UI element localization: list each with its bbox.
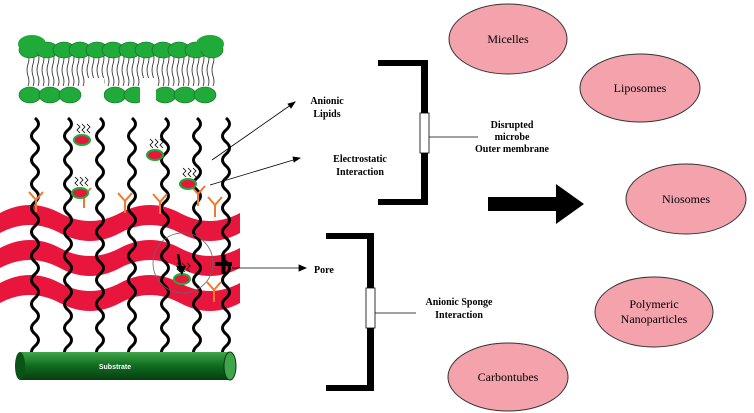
electrostatic-label-2: Interaction: [336, 167, 384, 178]
anionic-lipid-icon: [71, 176, 89, 199]
lipid-tail: [136, 51, 140, 87]
brush-chain: [63, 116, 73, 360]
membrane-head-top: [196, 35, 224, 53]
disrupted-label-2: microbe: [495, 132, 530, 143]
membrane-pore: [140, 78, 156, 106]
big-right-arrow: [488, 184, 584, 224]
microbe-membrane: [18, 35, 224, 106]
anionic-lipid-molecules: [71, 123, 197, 285]
pointer-lines: [209, 101, 478, 314]
brush-chain: [30, 116, 40, 360]
oval-polymeric-nanoparticles: Polymeric Nanoparticles: [594, 276, 714, 348]
membrane-head-bottom: [103, 86, 127, 104]
pore-arrow-icon: [176, 253, 186, 275]
membrane-head-bottom: [153, 86, 177, 104]
oval-micelles-label: Micelles: [487, 32, 529, 46]
plus-sign-icon: [215, 255, 232, 274]
substrate-label: Substrate: [99, 364, 131, 371]
brush-chain: [192, 116, 202, 360]
lipid-tail: [71, 51, 75, 87]
membrane-head-bottom: [18, 86, 42, 104]
oval-liposomes: Liposomes: [579, 53, 701, 123]
brush-chain: [221, 116, 231, 360]
lipid-tail: [81, 51, 85, 87]
oval-niosomes-label: Niosomes: [662, 192, 710, 206]
pore-circle: [152, 232, 214, 294]
oval-liposomes-label: Liposomes: [614, 81, 667, 95]
membrane-head-bottom: [58, 86, 82, 104]
lipid-tail: [106, 51, 110, 87]
oval-niosomes: Niosomes: [625, 163, 747, 235]
membrane-head-bottom: [173, 86, 197, 104]
lipid-tail: [166, 51, 170, 87]
polymer-band-2: [0, 240, 240, 276]
disrupted-label-3: Outer membrane: [475, 144, 550, 155]
spike-icon: [117, 192, 133, 213]
lipid-tail: [51, 51, 55, 87]
anionic-lipid-icon: [179, 167, 197, 190]
pore-bracket: [326, 233, 374, 391]
outer-membrane-bracket: [378, 60, 428, 205]
lipid-tail: [171, 51, 175, 87]
membrane-pore: [86, 78, 104, 106]
brush-chain: [95, 116, 105, 360]
spike-icon: [206, 281, 222, 302]
anionic-lipids-label-2: Lipids: [313, 109, 340, 120]
polymer-band-3: [0, 275, 240, 311]
lipid-tail: [66, 51, 70, 87]
pore-bracket-notch: [365, 287, 376, 329]
polymer-band-1: [0, 205, 240, 241]
anionic-lipid-icon: [73, 123, 91, 146]
sponge-label-2: Interaction: [435, 310, 483, 321]
lipid-tail: [156, 51, 160, 87]
outer-membrane-bracket-notch: [419, 112, 430, 154]
lipid-tail: [116, 51, 120, 87]
oval-carbontubes: Carbontubes: [447, 342, 569, 412]
membrane-head-bottom: [38, 86, 62, 104]
lipid-tail: [36, 51, 40, 87]
lipid-tail: [131, 51, 135, 87]
polymer-brush-chains: [30, 116, 231, 360]
lipid-tail: [186, 51, 190, 87]
oval-micelles: Micelles: [448, 3, 568, 75]
lipid-tail: [31, 51, 35, 87]
membrane-head-bottom: [193, 86, 217, 104]
sponge-label-1: Anionic Sponge: [426, 297, 494, 308]
pore-label: Pore: [314, 265, 334, 276]
membrane-head-top: [18, 35, 46, 53]
brush-chain: [127, 116, 137, 360]
spike-icon: [152, 193, 168, 214]
spike-icon: [207, 196, 223, 217]
lipid-tail: [121, 51, 125, 87]
lipid-tail: [56, 51, 60, 87]
nanocarrier-ovals: Micelles Liposomes Niosomes Polymeric Na…: [447, 3, 747, 412]
disrupted-label-1: Disrupted: [491, 120, 534, 131]
substrate-cylinder: Substrate: [15, 351, 237, 381]
spike-icon: [28, 191, 44, 212]
oval-carbontubes-label: Carbontubes: [478, 370, 539, 384]
oval-polymeric-label-1: Polymeric: [629, 297, 678, 311]
lipid-tail: [181, 51, 185, 87]
lipid-tail: [201, 51, 205, 87]
anionic-lipids-label-1: Anionic: [310, 96, 344, 107]
oval-polymeric-label-2: Nanoparticles: [621, 312, 688, 326]
electrostatic-label-1: Electrostatic: [333, 154, 387, 165]
anionic-lipid-icon: [146, 138, 164, 161]
anionic-lipid-icon: [173, 262, 191, 285]
